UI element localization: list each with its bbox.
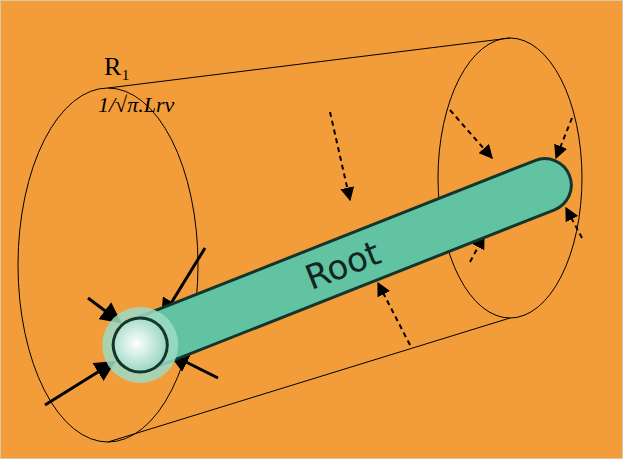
root-cross-section — [105, 310, 175, 380]
cylinder-end-near — [18, 88, 198, 442]
root-label: Root — [300, 235, 384, 295]
flow-arrow-dashed — [378, 283, 410, 345]
cylinder-top-line — [108, 38, 510, 88]
radius-label: R₁ — [104, 52, 130, 82]
root-tip-section — [75, 280, 205, 410]
flow-arrow-dashed — [556, 118, 572, 158]
flow-arrow — [45, 362, 114, 405]
root-bar: Root — [104, 149, 582, 382]
flow-arrow-dashed — [450, 110, 492, 158]
flow-arrow-dashed — [566, 208, 582, 238]
soil-cylinder — [18, 38, 582, 442]
radius-formula: 1/√π.Lrv — [98, 92, 174, 118]
rhizosphere-halo — [91, 296, 190, 395]
flow-arrow-dashed — [330, 112, 350, 200]
